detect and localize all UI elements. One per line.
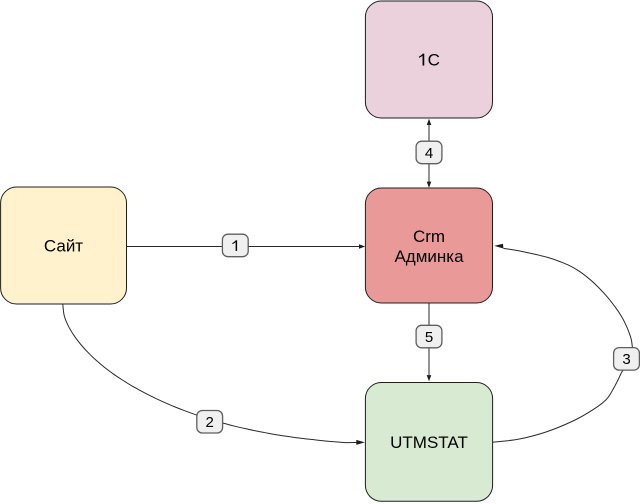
svg-text:2: 2: [206, 414, 214, 431]
svg-text:Сайт: Сайт: [44, 237, 83, 256]
svg-text:5: 5: [425, 329, 433, 346]
svg-text:Crm: Crm: [413, 227, 445, 246]
svg-text:4: 4: [425, 145, 433, 162]
svg-text:Админка: Админка: [394, 247, 464, 266]
svg-text:С: С: [428, 51, 440, 70]
svg-text:3: 3: [622, 351, 630, 368]
svg-text:UTMSTAT: UTMSTAT: [390, 433, 468, 452]
